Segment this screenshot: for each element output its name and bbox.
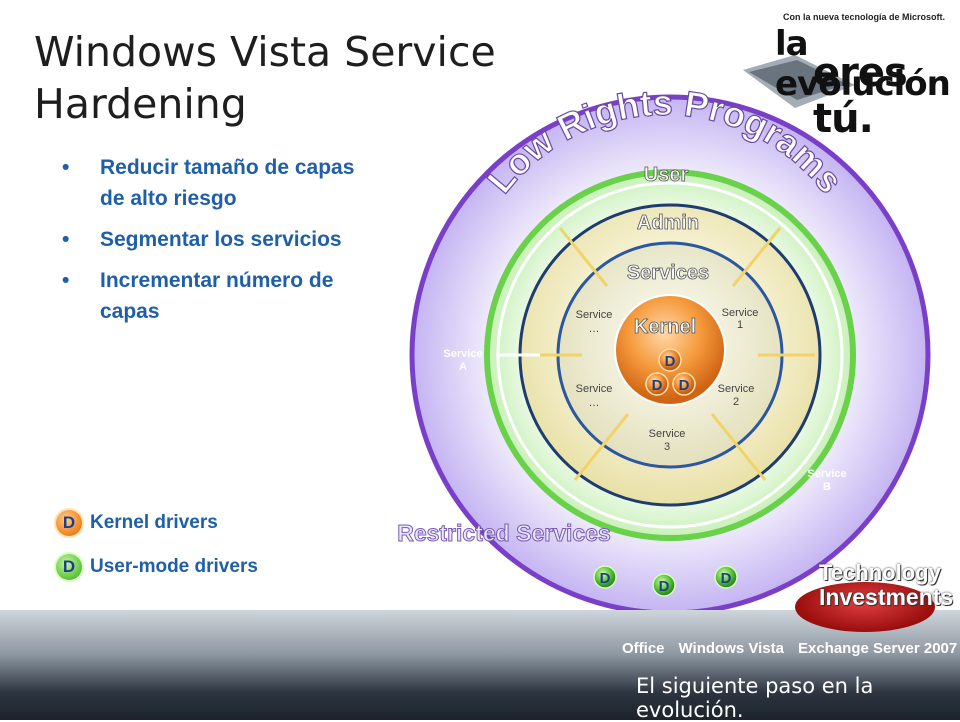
driver-letter: D [659,578,670,595]
services-ring-label: Services [627,262,709,284]
kernel-driver-icon [658,348,682,372]
driver-letter: D [721,570,732,587]
service-label: Service [576,309,613,321]
logo-line2: eres tú. [813,50,908,142]
service-b-label: B [823,481,831,493]
kernel-driver-icon [672,372,696,396]
restricted-services-label: Restricted Services [397,520,611,546]
driver-letter: D [600,570,611,587]
user-driver-icon [652,573,676,597]
badge-shape-icon [795,582,935,632]
service-label: 3 [664,441,670,453]
legend-label: Kernel drivers [90,512,218,533]
windows-vista-brand: Windows Vista [678,640,784,657]
legend-label: User-mode drivers [90,556,258,577]
driver-letter: D [679,377,690,394]
legend-user-drivers: D User-mode drivers [56,554,258,580]
service-label: Service [718,383,755,395]
service-segment-dividers [525,227,815,481]
logo-shape-icon [743,55,855,108]
bullet-item: Segmentar los servicios [60,224,380,255]
service-a-label: A [459,361,467,373]
logo-line1: la evolución [775,24,951,104]
legend-kernel-drivers: D Kernel drivers [56,510,218,536]
kernel-label: Kernel [634,316,696,338]
user-driver-icon [714,565,738,589]
service-label: Service [722,307,759,319]
driver-letter: D [652,377,663,394]
kernel-driver-icon [645,372,669,396]
slide-title: Windows Vista Service Hardening [34,28,496,128]
service-labels: Service … Service 1 Service … Service 2 … [576,307,759,453]
office-brand: Office [622,640,665,657]
brand-strip: Office Windows Vista Exchange Server 200… [622,640,957,657]
service-b-label: Service [807,468,846,480]
exchange-brand: Exchange Server 2007 [797,640,958,657]
logo-tagline: Con la nueva tecnología de Microsoft. [783,12,946,22]
bullet-item: Reducir tamaño de capas de alto riesgo [60,152,380,214]
service-a-label: Service [443,348,482,360]
user-ring-label: User [644,164,689,186]
footer-tagline: El siguiente paso en la evolución. [636,674,874,722]
user-driver-icon: D [56,554,82,580]
badge-line2: Investments [819,584,954,610]
bullet-list: Reducir tamaño de capas de alto riesgo S… [60,152,380,337]
user-driver-icon [593,565,617,589]
footer-banner: Office Windows Vista Exchange Server 200… [0,610,960,722]
campaign-logo: Con la nueva tecnología de Microsoft. la… [735,0,951,142]
service-label: Service [649,428,686,440]
service-label: 2 [733,396,739,408]
bullet-item: Incrementar número de capas [60,265,380,327]
service-label: … [589,323,600,335]
kernel-driver-icon: D [56,510,82,536]
badge-line1: Technology [819,560,941,585]
technology-investments-badge: Technology Investments [795,560,953,632]
service-label: 1 [737,319,743,331]
driver-letter: D [665,353,676,370]
admin-ring-label: Admin [637,212,699,234]
service-label: … [589,397,600,409]
service-label: Service [576,383,613,395]
